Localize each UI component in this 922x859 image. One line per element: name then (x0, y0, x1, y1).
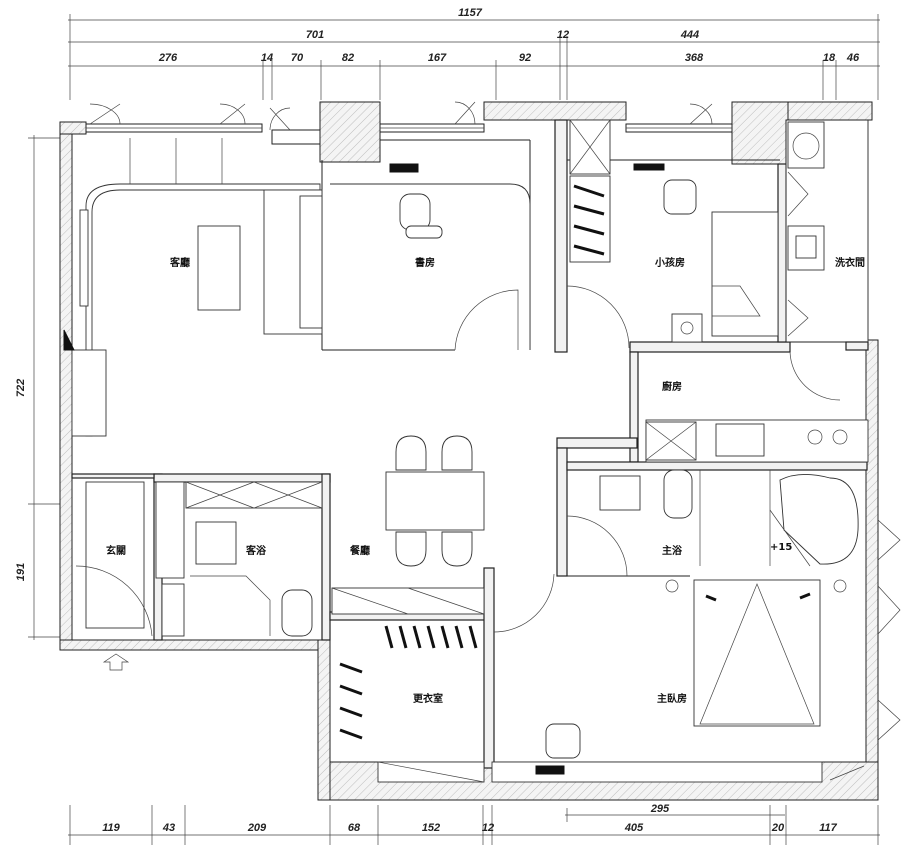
room-labels: 客廳 書房 小孩房 洗衣間 廚房 玄關 客浴 餐廳 主浴 更衣室 主臥房 (106, 256, 865, 705)
dim-top3-0: 276 (158, 52, 178, 64)
room-label-laundry: 洗衣間 (835, 256, 865, 269)
kitchen-fixtures (645, 351, 869, 463)
dim-bottom2-8: 117 (819, 822, 837, 834)
room-label-guest-bath: 客浴 (245, 544, 267, 557)
dim-top3-5: 92 (519, 52, 531, 64)
master-bedroom-furniture (491, 573, 847, 783)
room-label-entrance: 玄關 (106, 544, 126, 557)
top-dimensions: 1157 701 12 444 276 14 70 82 167 92 368 … (68, 7, 880, 100)
dim-top2-b: 12 (557, 29, 569, 41)
windows-top (85, 101, 733, 145)
room-label-study: 書房 (415, 256, 435, 269)
bottom-dimensions: 295 119 43 209 68 152 12 405 20 117 (68, 803, 880, 845)
dim-left-0: 722 (15, 379, 27, 397)
dim-bottom2-6: 405 (624, 822, 644, 834)
dim-bottom2-4: 152 (422, 822, 440, 834)
laundry-fixtures (787, 120, 869, 342)
dim-bottom2-1: 43 (162, 822, 175, 834)
room-label-main-bath: 主浴 (662, 544, 683, 557)
dim-top3-4: 167 (428, 52, 447, 64)
room-label-kitchen: 廚房 (662, 380, 682, 393)
dim-top3-3: 82 (342, 52, 354, 64)
room-label-closet: 更衣室 (413, 692, 443, 705)
dim-top3-1: 14 (261, 52, 273, 64)
dim-top2-a: 701 (306, 29, 324, 41)
room-label-dining: 餐廳 (349, 544, 370, 557)
dim-bottom2-2: 209 (247, 822, 267, 834)
room-label-master-bedroom: 主臥房 (657, 692, 687, 705)
dim-bottom2-5: 12 (482, 822, 494, 834)
dim-top2-c: 444 (680, 29, 699, 41)
dining-furniture (385, 435, 485, 567)
guest-bath-fixtures (155, 481, 323, 637)
dim-bottom2-7: 20 (771, 822, 785, 834)
room-label-kids-room: 小孩房 (654, 256, 685, 269)
left-dimensions: 722 191 (15, 135, 70, 640)
windows-right (829, 519, 901, 781)
dim-top3-7: 18 (823, 52, 836, 64)
closet-fixtures (331, 587, 485, 783)
dim-total: 1157 (458, 7, 483, 19)
dim-bottom1-0: 295 (650, 803, 670, 815)
dim-left-1: 191 (15, 563, 27, 581)
entrance-fixtures (75, 481, 153, 671)
living-furniture (63, 138, 323, 437)
dim-bottom2-0: 119 (102, 822, 120, 834)
room-label-living: 客廳 (169, 256, 190, 269)
dim-top3-6: 368 (685, 52, 704, 64)
dim-bottom2-3: 68 (348, 822, 361, 834)
study-furniture (330, 163, 531, 351)
kids-room-furniture (566, 119, 779, 349)
main-bath-fixtures: +15 (566, 469, 859, 577)
dim-top3-2: 70 (291, 52, 304, 64)
dim-top3-8: 46 (846, 52, 860, 64)
shower-label: +15 (770, 542, 792, 553)
